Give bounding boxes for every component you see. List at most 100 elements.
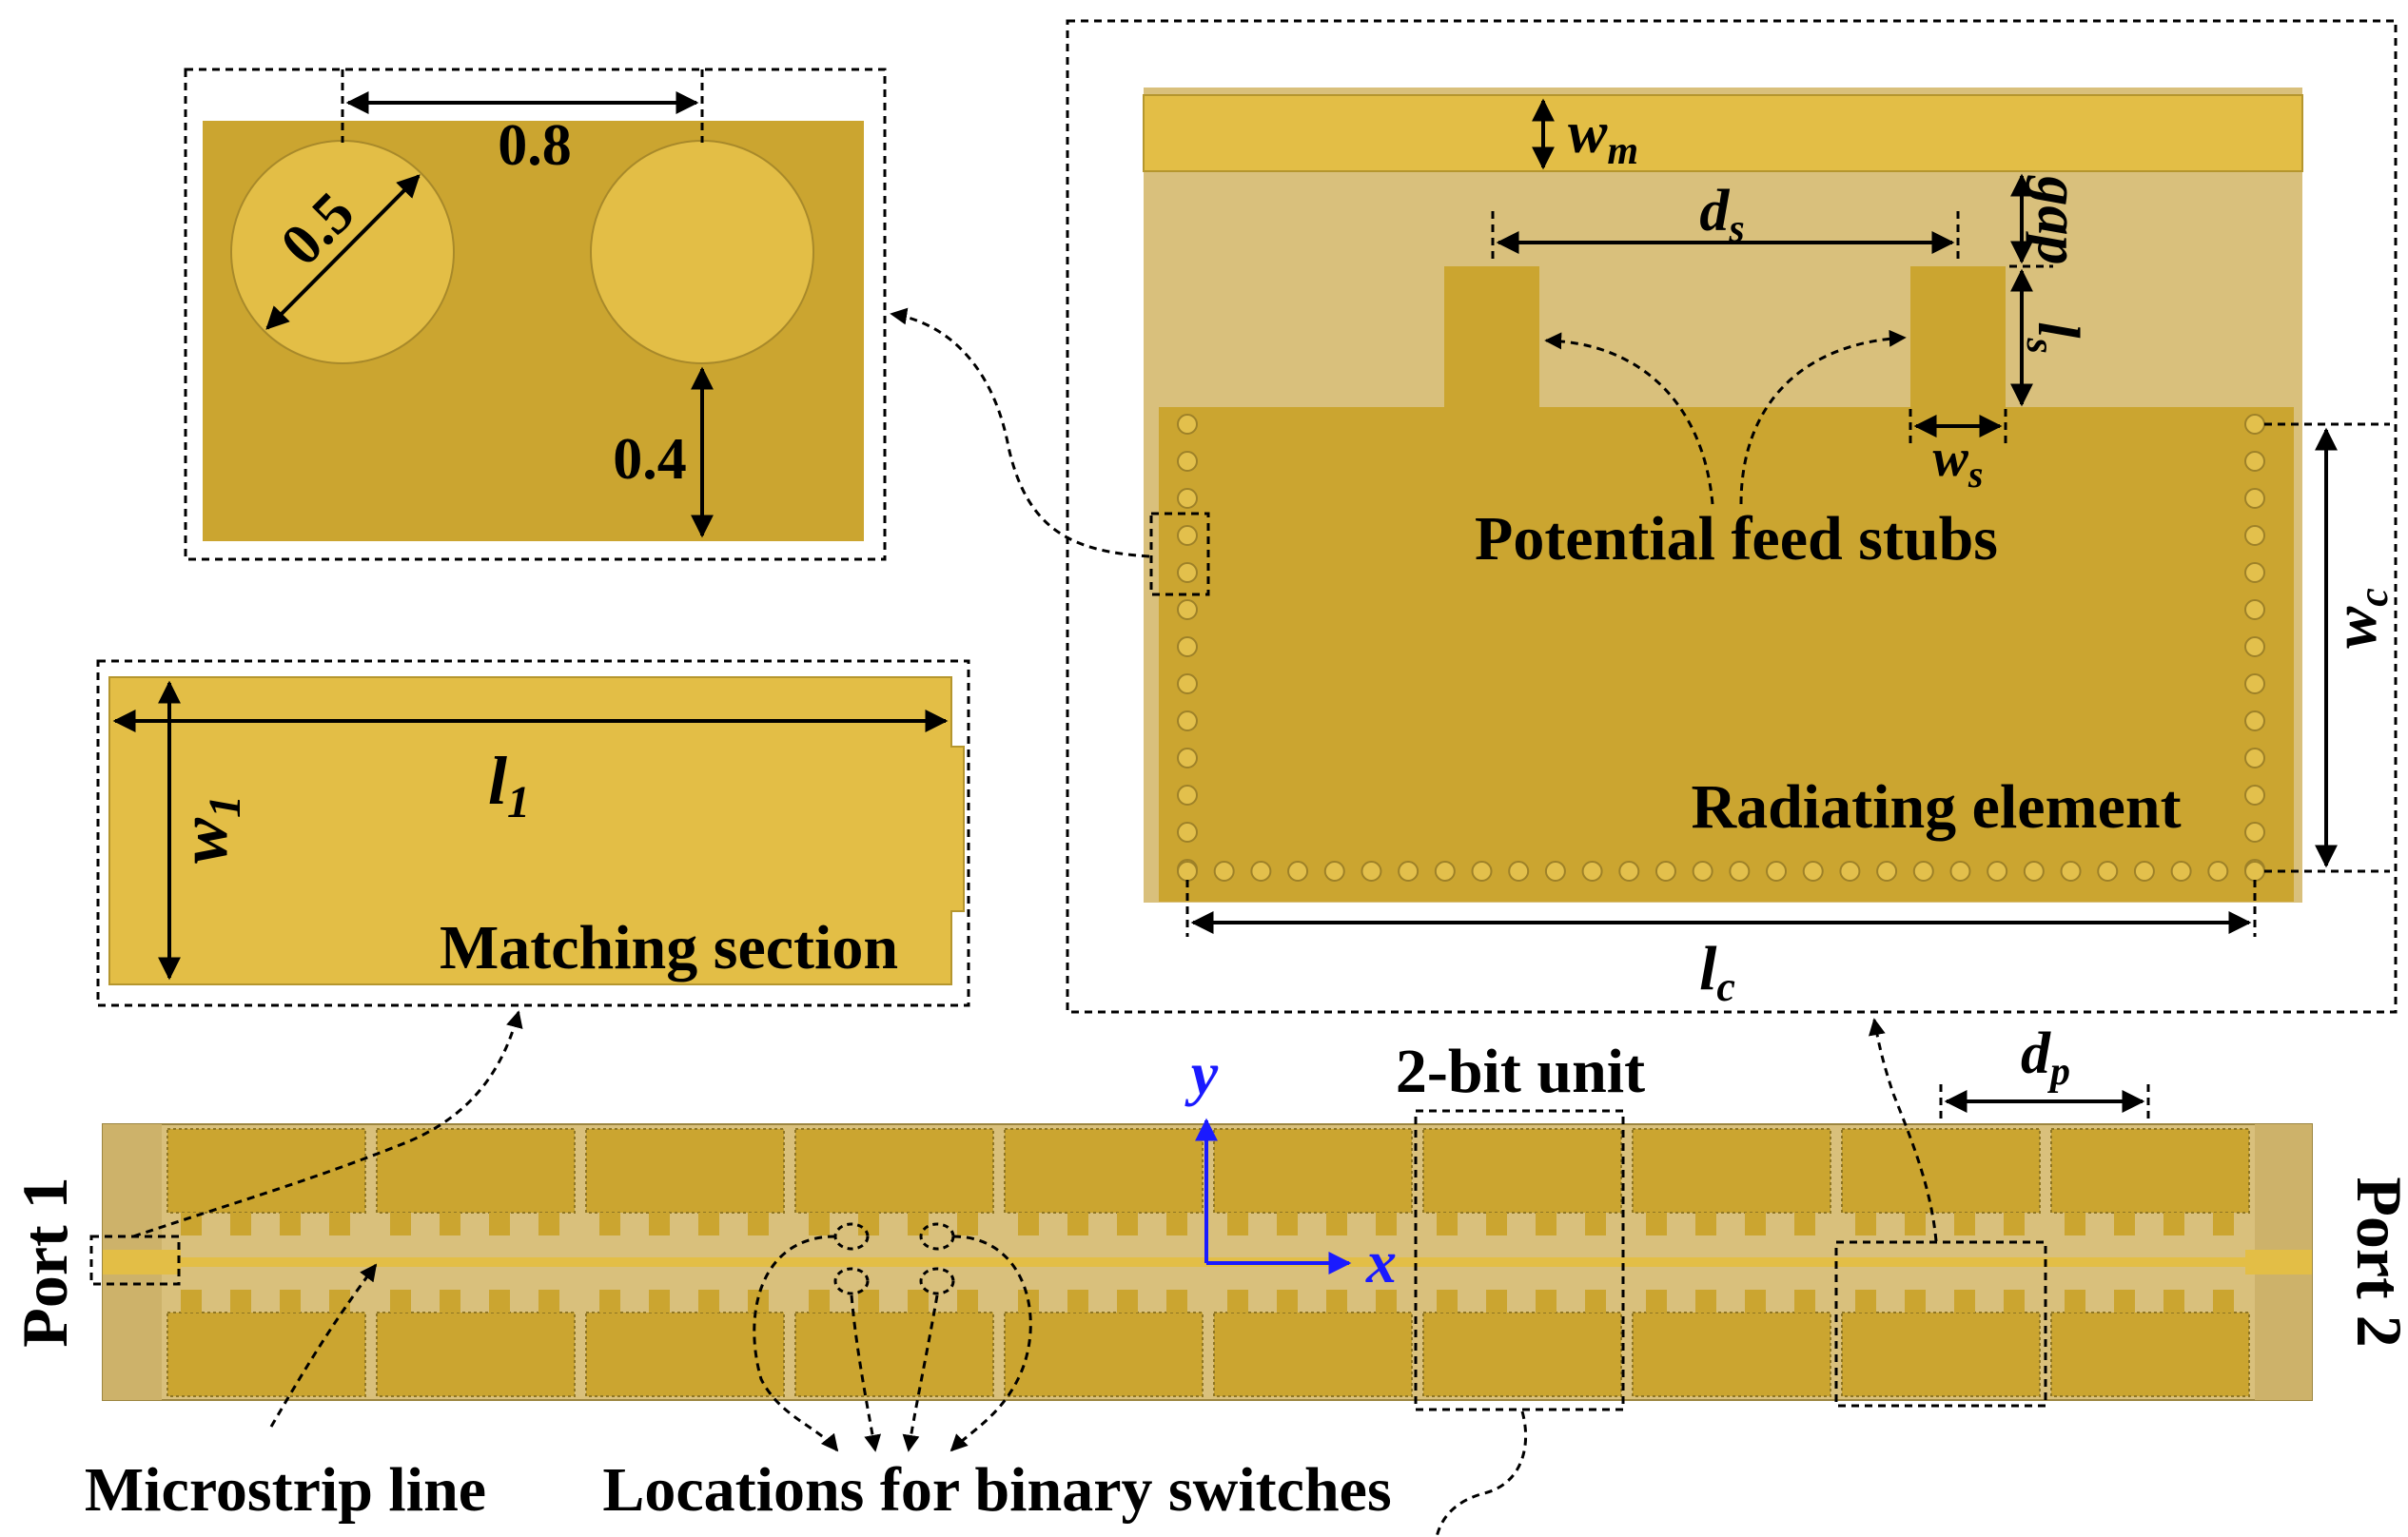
array-stub-bottom — [698, 1290, 719, 1313]
ds-label: ds — [1699, 179, 1744, 251]
array-stub-bottom — [280, 1290, 301, 1313]
via-bottom-row — [2244, 861, 2265, 882]
array-stub-bottom — [2114, 1290, 2135, 1313]
array-stub-top — [908, 1213, 929, 1235]
via-bottom-row — [2133, 861, 2155, 882]
stub-callout-left — [1544, 332, 1714, 505]
array-stub-top — [489, 1213, 510, 1235]
array-stub-bottom — [1437, 1290, 1458, 1313]
w1-label: w1 — [166, 795, 250, 864]
via-left-column — [1177, 710, 1198, 731]
patch-metal — [1159, 407, 2294, 902]
via-detail-frame — [184, 68, 887, 561]
array-stub-top — [957, 1213, 978, 1235]
l1-label: l1 — [488, 743, 530, 827]
array-stub-bottom — [1905, 1290, 1926, 1313]
array-cell-bottom — [166, 1312, 366, 1397]
via-circle-right — [590, 140, 814, 364]
array-cell-top — [376, 1128, 576, 1214]
via-right-column — [2244, 673, 2265, 694]
array-cell-top — [1422, 1128, 1622, 1214]
array-cell-bottom — [2050, 1312, 2250, 1397]
array-stub-bottom — [489, 1290, 510, 1313]
x-axis-label: x — [1365, 1228, 1397, 1295]
element-title: Radiating element — [1691, 772, 2181, 842]
stubs-label: Potential feed stubs — [1475, 504, 1998, 574]
via-bottom-row — [1323, 861, 1345, 882]
via-right-column — [2244, 525, 2265, 546]
array-stub-top — [649, 1213, 670, 1235]
element-callout-arrow — [1868, 1018, 1938, 1242]
element-frame — [1066, 19, 2398, 1014]
port2-label: Port 2 — [2343, 1177, 2408, 1347]
via-bottom-row — [1618, 861, 1640, 882]
array-stub-top — [2213, 1213, 2234, 1235]
microstrip-callout-arrow — [269, 1263, 378, 1428]
array-stub-bottom — [1166, 1290, 1187, 1313]
port1-feed — [103, 1250, 181, 1274]
via-left-column — [1177, 451, 1198, 472]
array-cell-bottom — [1422, 1312, 1622, 1397]
via-bottom-row — [1692, 861, 1713, 882]
via-bottom-row — [1361, 861, 1382, 882]
array-cell-bottom — [1632, 1312, 1831, 1397]
array-stub-top — [1954, 1213, 1975, 1235]
via-left-column — [1177, 562, 1198, 583]
array-stub-top — [698, 1213, 719, 1235]
array-stub-top — [1794, 1213, 1815, 1235]
array-stub-bottom — [908, 1290, 929, 1313]
via-right-column — [2244, 748, 2265, 768]
array-stub-bottom — [1486, 1290, 1507, 1313]
diameter-dim-arrow — [265, 174, 421, 330]
array-stub-bottom — [1855, 1290, 1876, 1313]
array-cells-group — [166, 1128, 2250, 1397]
array-stub-top — [1646, 1213, 1667, 1235]
switch-label: Locations for binary switches — [602, 1455, 1391, 1525]
array-stub-bottom — [858, 1290, 879, 1313]
gap-label: gap — [2026, 175, 2090, 265]
via-left-column — [1177, 599, 1198, 620]
via-bottom-row — [1839, 861, 1861, 882]
array-stub-bottom — [1745, 1290, 1766, 1313]
via-right-column — [2244, 710, 2265, 731]
via-bottom-row — [1177, 861, 1198, 882]
via-left-column — [1177, 414, 1198, 435]
via-bottom-row — [2060, 861, 2082, 882]
array-stub-bottom — [1585, 1290, 1606, 1313]
array-stub-bottom — [1117, 1290, 1138, 1313]
via-left-column — [1177, 822, 1198, 843]
array-stub-bottom — [1326, 1290, 1347, 1313]
array-stub-top — [390, 1213, 411, 1235]
array-stub-bottom — [809, 1290, 830, 1313]
switch-callout-2 — [850, 1294, 882, 1452]
via-bottom-row — [1287, 861, 1309, 882]
array-cell-top — [166, 1128, 366, 1214]
via-bottom-row — [1434, 861, 1456, 882]
array-stub-top — [1117, 1213, 1138, 1235]
switch-location-4 — [919, 1267, 955, 1295]
array-cell-top — [1213, 1128, 1413, 1214]
stub-left — [1444, 266, 1539, 409]
array-stub-top — [2114, 1213, 2135, 1235]
array-stub-bottom — [2163, 1290, 2184, 1313]
array-stub-top — [440, 1213, 460, 1235]
via-bottom-row — [1912, 861, 1934, 882]
array-cell-bottom — [1004, 1312, 1204, 1397]
switch-callout-4 — [949, 1235, 1032, 1452]
array-stub-top — [2004, 1213, 2025, 1235]
element-detail-panel: wm ds gap ls ws Potential feed stubs wc … — [890, 19, 2398, 1014]
unit-label: 2-bit unit — [1396, 1037, 1645, 1106]
via-right-column — [2244, 414, 2265, 435]
unit-callout-tail — [1435, 1411, 1528, 1537]
via-bottom-row — [1729, 861, 1751, 882]
array-stub-top — [809, 1213, 830, 1235]
via-bottom-row — [2023, 861, 2045, 882]
via-bottom-row — [1987, 861, 2008, 882]
ls-label: ls — [2018, 321, 2090, 354]
array-stub-bottom — [1227, 1290, 1248, 1313]
via-row-group — [1177, 414, 2265, 882]
array-stub-bottom — [649, 1290, 670, 1313]
array-cell-top — [1841, 1128, 2041, 1214]
via-bottom-row — [1471, 861, 1493, 882]
wc-label: wc — [2320, 588, 2397, 649]
